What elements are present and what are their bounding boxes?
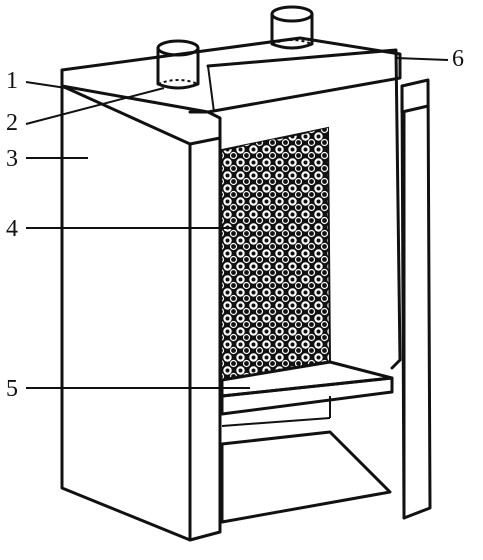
label-3: 3 [6,146,18,172]
leader-line-1 [25,81,67,89]
label-2: 2 [6,110,18,136]
housing-left-wall-edge [188,136,222,542]
tray-shelf-front [220,376,394,416]
housing-front-step [188,110,222,140]
top-nozzle-back [270,5,314,50]
housing-left-wall [60,84,192,542]
front-cover-panel-side [207,65,215,113]
label-5: 5 [6,376,18,402]
label-6: 6 [452,46,464,72]
filter-packing-texture [222,128,330,380]
front-cover-panel [206,48,402,370]
housing-right-wall [400,78,432,520]
leader-line-6 [395,57,449,61]
top-nozzle-front [156,39,200,90]
housing-right-wall-top [400,84,430,114]
leader-line-2 [25,87,165,125]
label-1: 1 [6,68,18,94]
label-4: 4 [6,216,18,242]
bottom-drawer [220,430,392,524]
tray-shelf-support-2 [221,417,331,427]
